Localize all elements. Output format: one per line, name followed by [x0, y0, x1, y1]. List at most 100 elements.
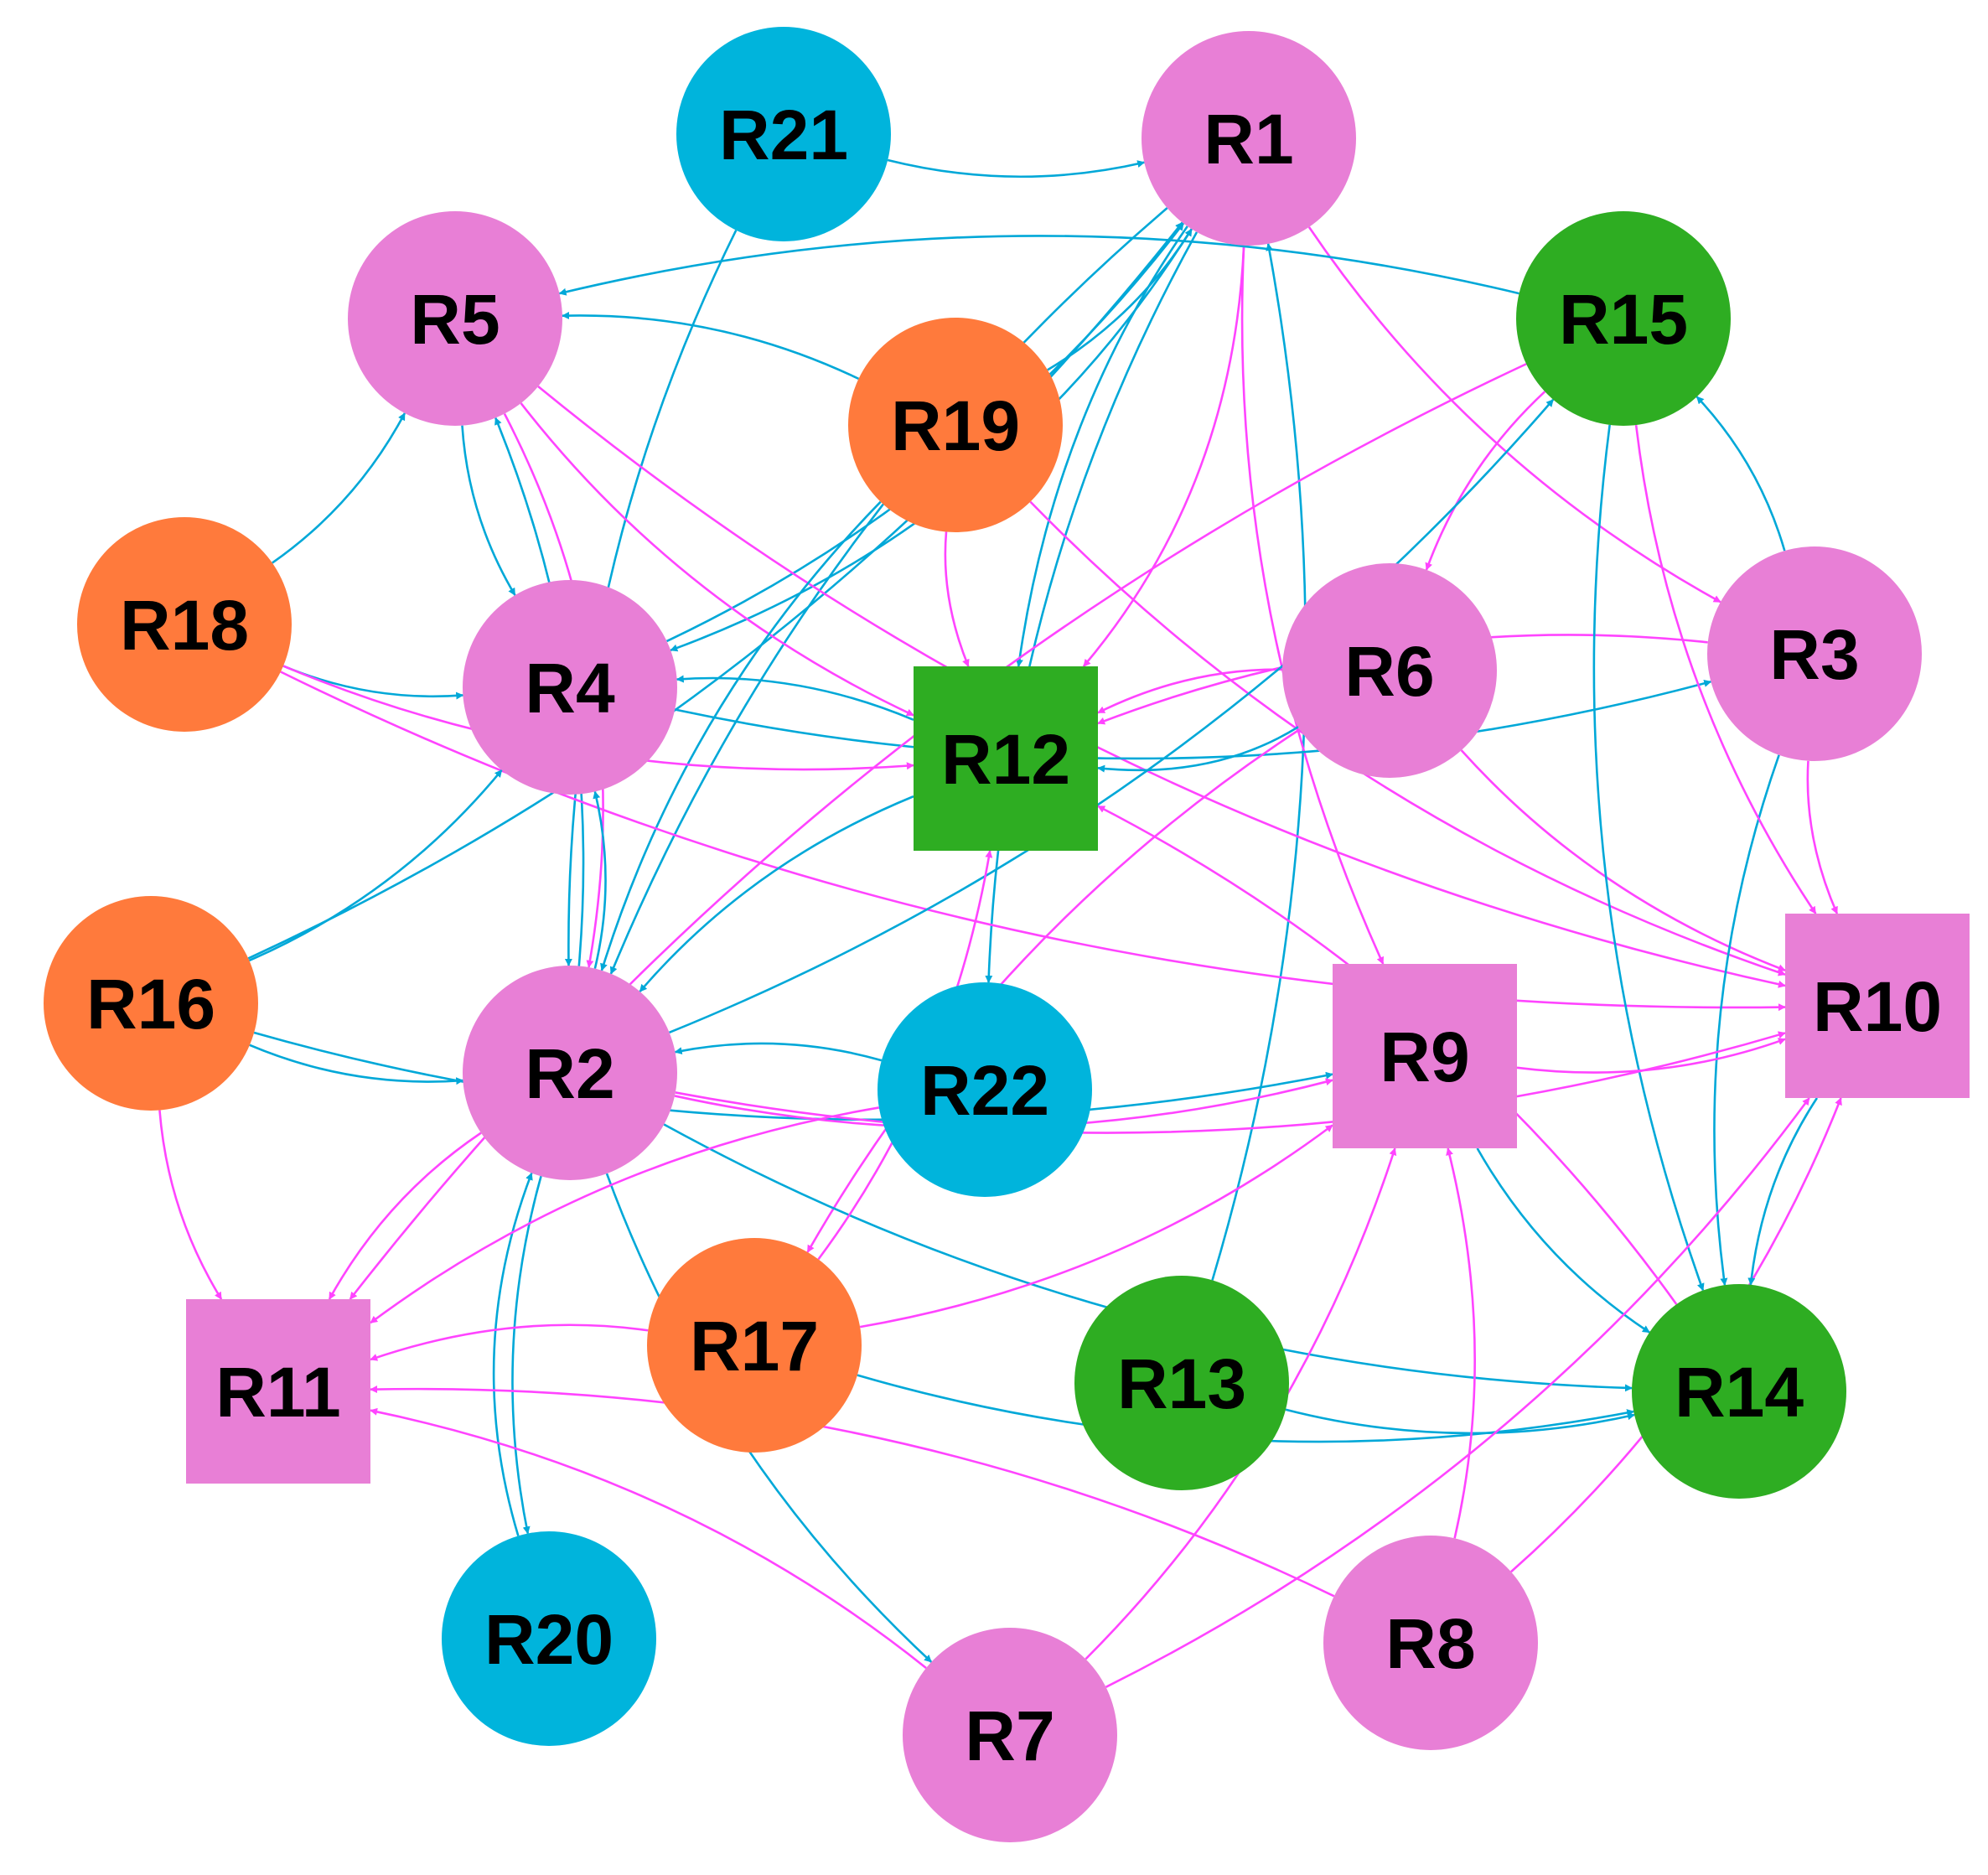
node-r11-square [186, 1299, 370, 1484]
node-r21-circle [676, 27, 891, 241]
edge-r19-to-r10 [1029, 500, 1786, 976]
node-r14-label: R14 [1675, 1353, 1804, 1432]
node-r21: R21 [676, 27, 891, 241]
node-r17-label: R17 [690, 1307, 819, 1386]
node-r1-circle [1142, 31, 1356, 246]
edge-r2-to-r11 [328, 1132, 482, 1300]
node-r9-label: R9 [1380, 1018, 1469, 1096]
edge-r1-to-r9 [1240, 245, 1385, 965]
node-r11-label: R11 [215, 1353, 340, 1432]
node-r7-label: R7 [965, 1696, 1054, 1775]
node-r2-circle [463, 966, 677, 1180]
node-r3-label: R3 [1769, 615, 1859, 694]
edge-r1-to-r22 [985, 231, 1198, 983]
node-r14: R14 [1632, 1284, 1846, 1499]
node-r6: R6 [1282, 563, 1497, 778]
edge-r9-to-r14 [1476, 1147, 1650, 1334]
node-r17-circle [647, 1238, 862, 1453]
node-r9-square [1333, 964, 1517, 1148]
edge-r6-to-r17 [806, 728, 1301, 1253]
node-r16: R16 [44, 896, 258, 1111]
node-r16-label: R16 [86, 965, 215, 1044]
edge-r16-to-r11 [158, 1110, 223, 1300]
node-r18-label: R18 [120, 586, 249, 665]
node-r20-circle [442, 1531, 656, 1746]
edge-r2-to-r4 [593, 790, 607, 969]
node-r9: R9 [1333, 964, 1517, 1148]
edge-r1-to-r2 [609, 207, 1168, 975]
node-r14-circle [1632, 1284, 1846, 1499]
node-r15-circle [1516, 211, 1731, 426]
node-r15-label: R15 [1559, 280, 1688, 359]
edge-r13-to-r14 [1285, 1408, 1635, 1435]
edge-r12-to-r4 [676, 675, 914, 722]
edge-r12-to-r2 [639, 795, 914, 992]
node-r18-circle [77, 517, 292, 732]
node-r12: R12 [914, 666, 1098, 851]
node-r3-circle [1707, 546, 1922, 761]
edge-r1-to-r12 [1015, 225, 1188, 667]
node-r2-label: R2 [525, 1034, 614, 1113]
node-r19-label: R19 [891, 386, 1020, 465]
edge-r3-to-r10 [1806, 760, 1839, 914]
node-r20-label: R20 [484, 1600, 613, 1679]
edge-r6-to-r12 [1097, 726, 1299, 773]
node-r7: R7 [903, 1628, 1117, 1842]
edge-r19-to-r2 [600, 500, 882, 971]
edge-r3-to-r15 [1695, 396, 1786, 552]
node-r10: R10 [1785, 914, 1970, 1098]
node-r4-label: R4 [525, 649, 615, 728]
node-r5: R5 [348, 211, 562, 426]
node-r10-label: R10 [1813, 967, 1942, 1046]
node-r21-label: R21 [719, 96, 848, 174]
node-r22: R22 [878, 982, 1092, 1197]
node-r13: R13 [1074, 1276, 1289, 1490]
node-r4: R4 [463, 580, 677, 795]
node-r13-label: R13 [1117, 1344, 1246, 1423]
edge-r16-to-r4 [248, 769, 503, 962]
node-r7-circle [903, 1628, 1117, 1842]
edge-r19-to-r12 [944, 531, 970, 667]
node-r8-label: R8 [1385, 1604, 1475, 1683]
edge-r10-to-r14 [1747, 1097, 1819, 1286]
node-r13-circle [1074, 1276, 1289, 1490]
edge-r17-to-r11 [370, 1323, 649, 1361]
node-r1: R1 [1142, 31, 1356, 246]
node-r11: R11 [186, 1299, 370, 1484]
node-r10-square [1785, 914, 1970, 1098]
edge-r21-to-r1 [887, 158, 1146, 179]
edge-r5-to-r4 [461, 425, 516, 596]
edge-r6-to-r10 [1460, 749, 1786, 972]
edge-r19-to-r5 [562, 311, 860, 381]
edge-r2-to-r10 [675, 1031, 1786, 1134]
node-r8: R8 [1323, 1536, 1538, 1750]
node-r15: R15 [1516, 211, 1731, 426]
node-r4-circle [463, 580, 677, 795]
edge-r15-to-r10 [1634, 424, 1817, 914]
node-r12-label: R12 [941, 720, 1070, 799]
node-r5-label: R5 [410, 280, 500, 359]
edge-r8-to-r11 [370, 1386, 1335, 1598]
edge-r2-to-r15 [669, 398, 1555, 1034]
node-r8-circle [1323, 1536, 1538, 1750]
edge-r5-to-r12 [520, 402, 914, 717]
edge-r7-to-r11 [370, 1407, 927, 1670]
node-r5-circle [348, 211, 562, 426]
edge-r1-to-r3 [1307, 226, 1721, 603]
edge-r15-to-r6 [1425, 391, 1546, 571]
edge-r20-to-r2 [492, 1172, 533, 1536]
edge-r16-to-r2 [249, 1044, 464, 1085]
edge-r15-to-r5 [558, 235, 1519, 296]
edge-r15-to-r14 [1592, 424, 1705, 1292]
node-r18: R18 [77, 517, 292, 732]
node-r6-label: R6 [1344, 632, 1434, 711]
edge-r22-to-r11 [370, 1106, 880, 1324]
node-r12-square [914, 666, 1098, 851]
edge-r6-to-r12 [1097, 668, 1283, 714]
node-r16-circle [44, 896, 258, 1111]
edge-r18-to-r10 [280, 671, 1786, 1012]
edge-r8-to-r9 [1446, 1147, 1476, 1539]
edge-r22-to-r2 [674, 1042, 883, 1062]
